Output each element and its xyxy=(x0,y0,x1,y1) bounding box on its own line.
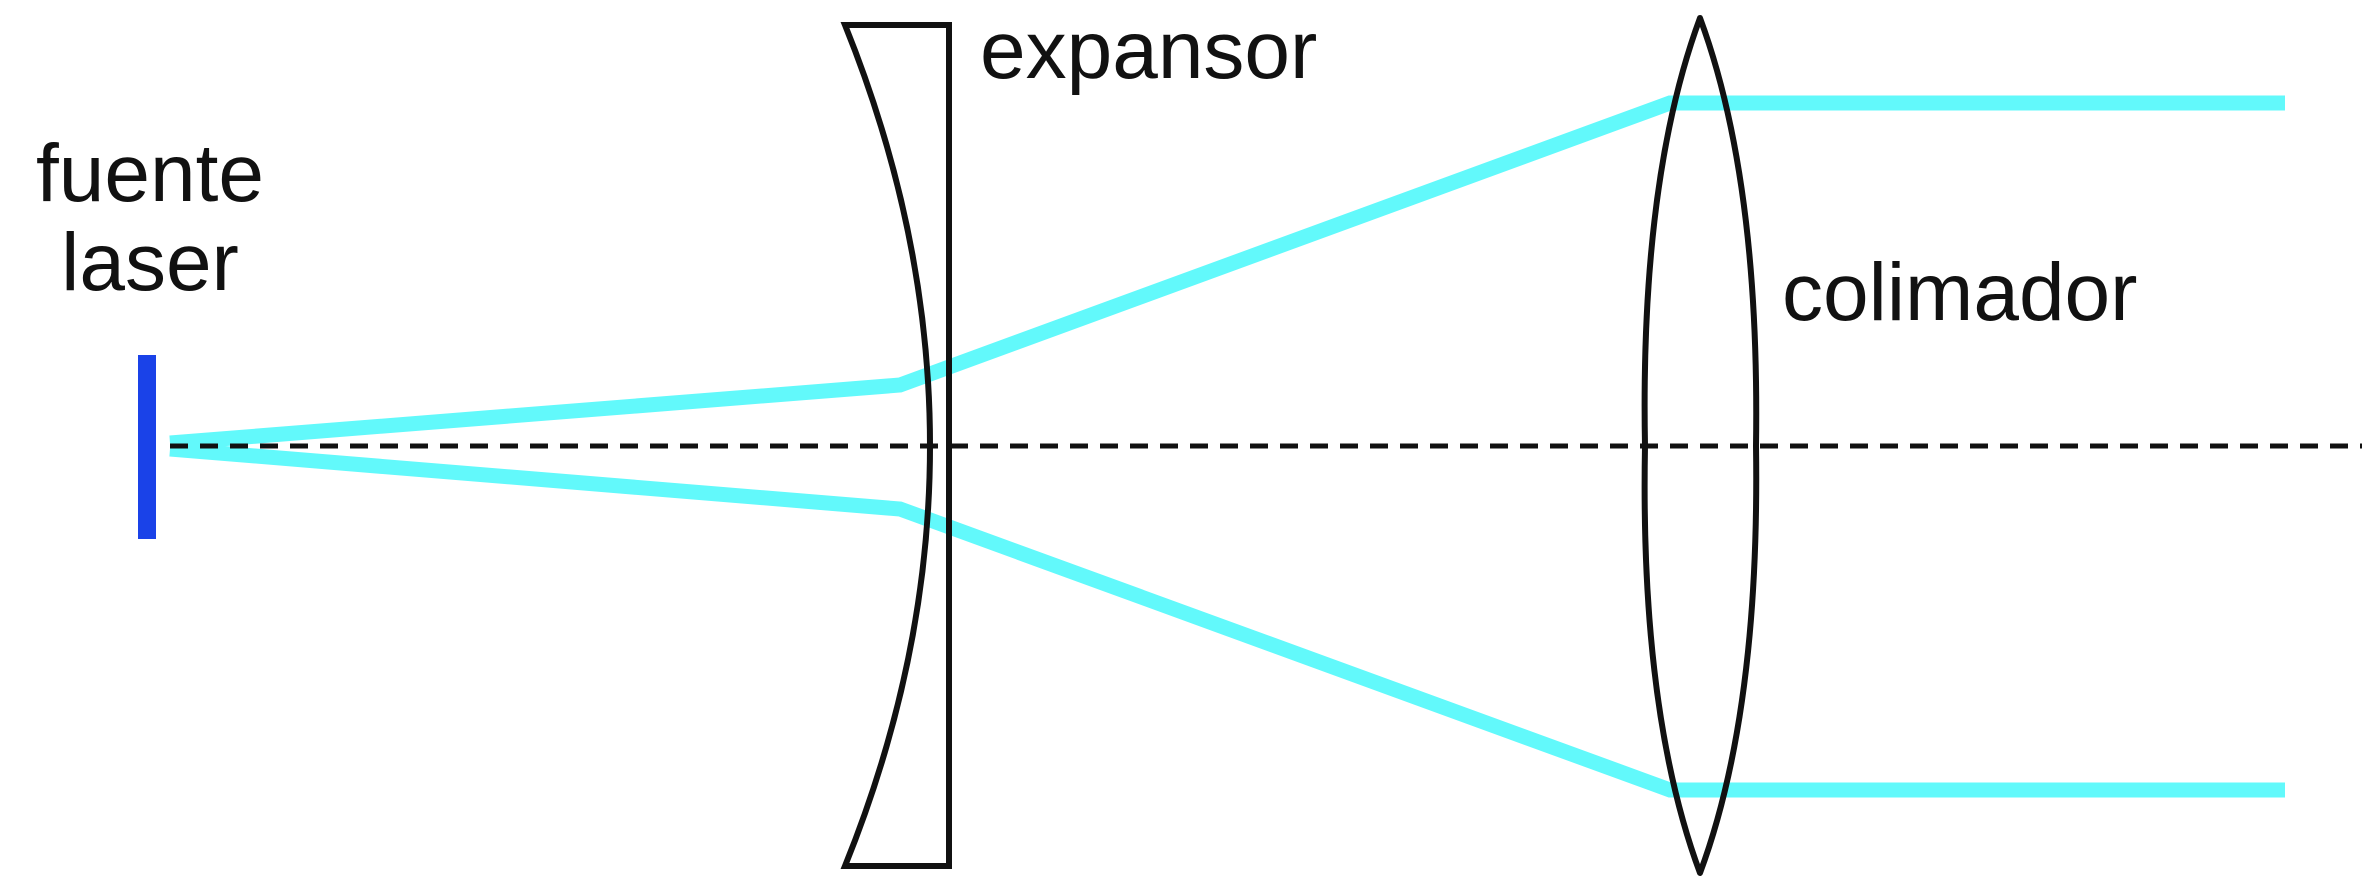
laser-source-label: fuente laser xyxy=(20,128,280,308)
expander-label: expansor xyxy=(980,5,1318,96)
upper-beam xyxy=(169,95,2285,451)
expander-lens xyxy=(840,22,952,869)
laser-source-bar xyxy=(138,355,156,539)
collimator-lens xyxy=(1641,15,1760,876)
lower-beam xyxy=(169,441,2285,798)
collimator-label: colimador xyxy=(1782,247,2138,338)
laser-source-label-line-2: laser xyxy=(61,216,239,308)
laser-source-label-line-1: fuente xyxy=(36,128,264,219)
laser-beams xyxy=(169,95,2285,798)
